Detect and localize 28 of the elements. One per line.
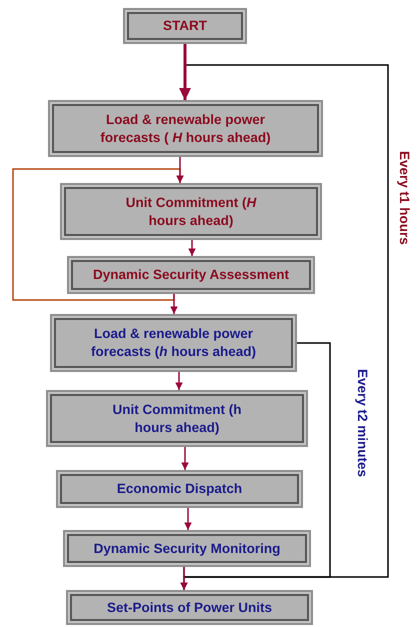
process-box	[50, 314, 297, 372]
box-label: Economic Dispatch	[116, 480, 242, 498]
process-box	[56, 470, 303, 508]
arrow	[175, 372, 183, 390]
arrow	[170, 294, 178, 314]
arrow	[188, 240, 196, 256]
box-label: Dynamic Security Monitoring	[94, 540, 280, 558]
process-box	[46, 390, 308, 447]
process-box	[63, 530, 311, 567]
box-label: Unit Commitment (h hours ahead)	[112, 400, 242, 436]
process-box	[67, 256, 315, 294]
box-label: Dynamic Security Assessment	[92, 266, 290, 284]
edge-label: Every t1 hours	[397, 150, 412, 246]
box-label: Unit Commitment (H hours ahead)	[124, 194, 258, 230]
box-label: Load & renewable power forecasts (h hours ahead)	[90, 325, 258, 361]
arrow	[180, 567, 188, 590]
arrow	[179, 44, 191, 100]
box-label: Set-Points of Power Units	[106, 598, 272, 616]
edge-label: Every t2 minutes	[355, 368, 370, 478]
process-box	[66, 590, 313, 625]
process-box	[60, 183, 322, 240]
arrow	[181, 447, 189, 470]
box-label: START	[163, 17, 207, 35]
process-box	[123, 8, 247, 44]
arrow	[184, 508, 192, 530]
box-label: Load & renewable power forecasts ( H hours ahead)	[99, 110, 272, 146]
arrow	[176, 157, 184, 183]
process-box	[48, 100, 323, 157]
